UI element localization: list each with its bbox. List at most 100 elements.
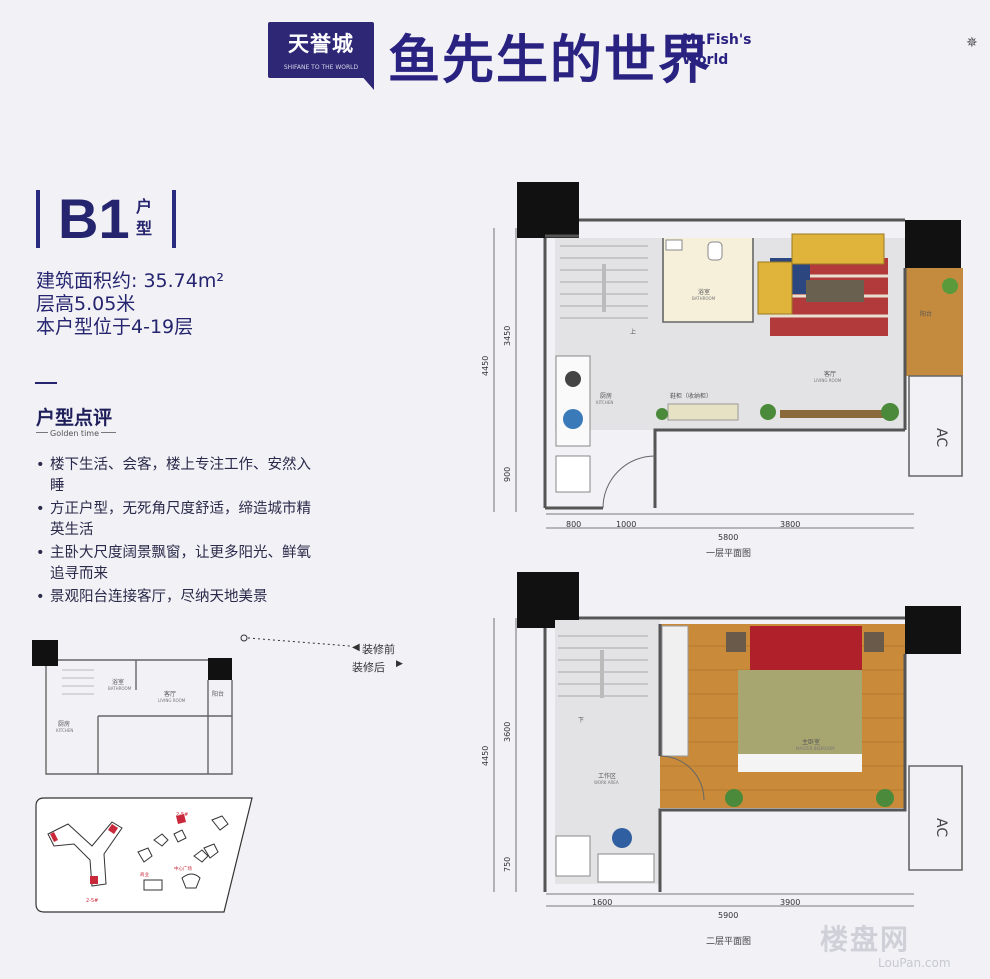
comment-title: 户型点评 (36, 407, 113, 429)
room-work: 工作区 (598, 772, 616, 780)
plant-icon (760, 404, 776, 420)
tv-bench (780, 410, 888, 418)
unit-floors: 本户型位于4-19层 (36, 316, 194, 338)
nightstand (864, 632, 884, 652)
slogan-english-line1: Mr.Fish's (682, 32, 752, 48)
tower-block (173, 829, 187, 843)
brand-logo: 天誉城 SHIFANE TO THE WORLD (268, 22, 374, 78)
dim-bottom-a: 1600 (592, 898, 612, 907)
plant-icon (725, 789, 743, 807)
room-living: 客厅 (824, 370, 836, 378)
floor1-plan: 浴室 BATHROOM 客厅 LIVING ROOM 厨房 KITCHEN 鞋柜… (481, 182, 963, 559)
legend-marker (240, 634, 248, 642)
pillar (517, 572, 579, 628)
list-item: 主卧大尺度阔景飘窗，让更多阳光、鲜氧追寻而来 (36, 543, 316, 585)
room-bedroom: 主卧室 (802, 738, 820, 746)
floor2-caption: 二层平面图 (706, 936, 751, 947)
tower-block (153, 833, 169, 847)
armchair (757, 261, 793, 315)
pillar (32, 640, 58, 666)
toilet-icon (707, 241, 723, 261)
plaza-block (143, 879, 163, 891)
room-living-en: LIVING ROOM (814, 378, 842, 383)
legend-before: 装修前 (362, 643, 395, 656)
floor2-plan: 主卧室 MASTER BEDROOM 工作区 WORK AREA 下 AC 44… (481, 572, 963, 947)
cabinet (555, 835, 591, 877)
unit-code: B1 (58, 187, 130, 250)
ac-unit (908, 375, 963, 477)
room-bedroom-en: MASTER BEDROOM (796, 746, 835, 751)
comment-list: 楼下生活、会客，楼上专注工作、安然入睡 方正户型，无死角尺度舒适，缔造城市精英生… (36, 455, 316, 610)
ac-unit (908, 765, 963, 871)
mini-kitchen-en: KITCHEN (56, 728, 73, 733)
plant-icon (656, 408, 668, 420)
slogan-english-line2: World (682, 52, 729, 68)
legend-dotted-line (247, 637, 351, 647)
ac-label: AC (933, 428, 949, 447)
coffee-table (806, 280, 864, 302)
site-label-a: 2-5# (176, 812, 188, 818)
list-item: 方正户型，无死角尺度舒适，缔造城市精英生活 (36, 499, 316, 541)
brand-tagline: SHIFANE TO THE WORLD (283, 64, 359, 71)
tower-block (47, 821, 123, 887)
divider (35, 382, 57, 384)
bed-throw (738, 754, 862, 772)
mini-living-label: 客厅 (164, 690, 176, 698)
watermark-en: LouPan.com (878, 956, 951, 970)
stair-rail (602, 264, 606, 312)
bed-headboard (750, 626, 862, 674)
unit-type-label: 户型 (136, 197, 153, 238)
site-label-b: 2-5# (86, 898, 98, 904)
unit-specs: 建筑面积约: 35.74m² 层高5.05米 本户型位于4-19层 (36, 270, 224, 339)
door-swing (659, 755, 705, 801)
pillar (517, 182, 579, 238)
unit-area: 建筑面积约: 35.74m² (36, 270, 224, 292)
sink-icon (563, 409, 583, 429)
plant-icon (881, 403, 899, 421)
room-balcony: 阳台 (920, 310, 932, 318)
ac-label: AC (933, 818, 949, 837)
unit-height: 层高5.05米 (36, 293, 136, 315)
unit-highlight (176, 814, 186, 824)
plant-icon (876, 789, 894, 807)
dim-left-upper: 3450 (503, 326, 512, 346)
site-label-d: 商业 (140, 871, 149, 878)
room-work-en: WORK AREA (594, 780, 619, 785)
floor1-caption: 一层平面图 (706, 548, 751, 559)
legend-lines: ◀ (240, 634, 360, 653)
tower-block (203, 843, 219, 859)
logo-speech-tail (360, 74, 374, 90)
room-bathroom: 浴室 (698, 288, 710, 296)
stair-down: 下 (578, 717, 584, 724)
key-plan: 浴室 BATHROOM 客厅 LIVING ROOM 阳台 厨房 KITCHEN (32, 640, 233, 775)
tower-block (137, 847, 153, 863)
dim-left-total: 4450 (481, 356, 490, 376)
mini-kitchen-label: 厨房 (58, 720, 70, 728)
fridge (555, 455, 591, 493)
watermark: 楼盘网 (820, 923, 911, 956)
pillar (208, 658, 232, 680)
sofa (791, 233, 885, 265)
door-swing (602, 455, 656, 509)
slogan: 鱼先生的世界 (388, 30, 713, 91)
list-item: 楼下生活、会客，楼上专注工作、安然入睡 (36, 455, 316, 497)
stair-up: 上 (630, 328, 636, 336)
dim-left-upper: 3600 (503, 722, 512, 742)
unit-highlight (50, 832, 58, 842)
slogan-english: Mr.Fish's World (682, 30, 751, 70)
tower-block (193, 849, 209, 863)
pillar (905, 606, 961, 654)
dim-bottom-total: 5800 (718, 533, 738, 542)
basin-icon (665, 239, 683, 251)
arrow-left-icon: ◀ (352, 642, 360, 653)
plant-icon (942, 278, 958, 294)
unit-highlight (108, 824, 118, 834)
mini-bathroom-label: 浴室 (112, 678, 124, 686)
sparkle-icon: ✵ (966, 35, 978, 51)
site-label-c: 中心广场 (174, 865, 192, 872)
arrow-right-icon: ▶ (396, 659, 403, 669)
nightstand (726, 632, 746, 652)
list-item: 景观阳台连接客厅，尽纳天地美景 (36, 587, 316, 608)
room-kitchen-en: KITCHEN (596, 400, 613, 405)
mini-living-en: LIVING ROOM (158, 698, 186, 703)
